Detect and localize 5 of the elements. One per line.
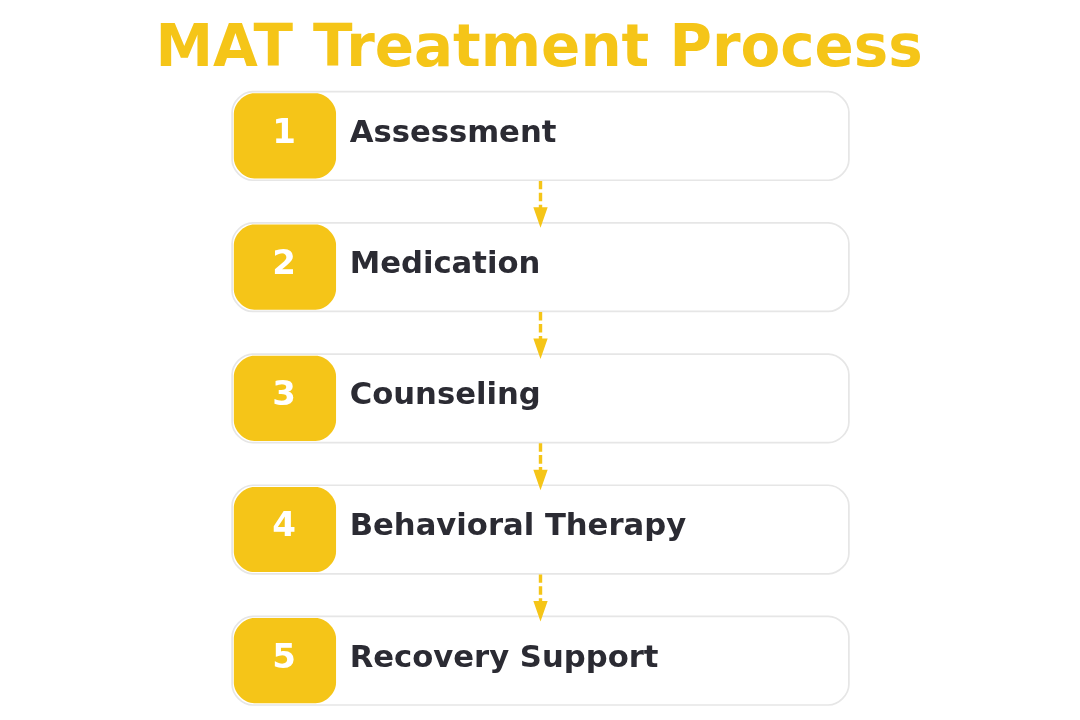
arrow — [532, 443, 548, 491]
arrow — [532, 574, 548, 622]
arrow — [532, 312, 548, 359]
diagram-title: MAT Treatment Process — [154, 12, 923, 81]
arrow — [532, 180, 548, 228]
